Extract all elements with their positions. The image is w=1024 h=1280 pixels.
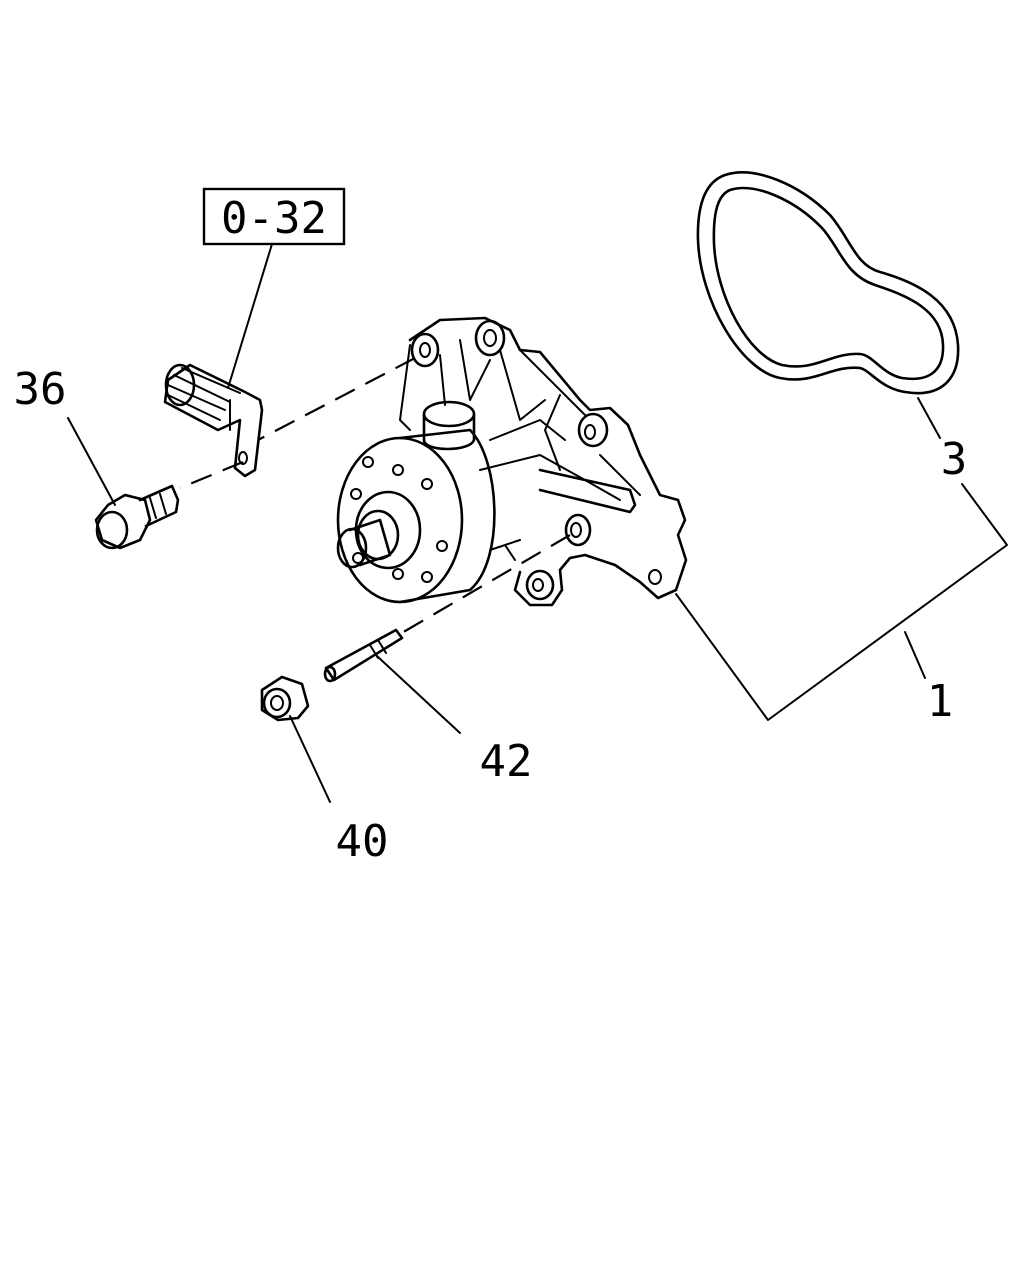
callout-1[interactable]: 1 (927, 676, 954, 727)
callout-42[interactable]: 42 (480, 736, 533, 787)
leader-bracket-1 (675, 483, 1008, 721)
assembly-line-stud (399, 534, 571, 635)
stud-42[interactable] (323, 628, 404, 683)
leader-3 (917, 397, 941, 439)
nut-40[interactable] (260, 675, 310, 722)
water-pump[interactable] (336, 316, 688, 607)
bolt-36[interactable] (94, 484, 180, 550)
leader-1 (904, 631, 926, 679)
callout-40[interactable]: 40 (336, 816, 389, 867)
ref-box-label[interactable]: 0-32 (221, 193, 327, 244)
assembly-line-upper (257, 357, 416, 441)
leader-40 (289, 715, 331, 803)
bracket-assembly[interactable] (163, 363, 264, 478)
assembly-line-bolt (179, 460, 244, 490)
leader-0-32 (227, 243, 273, 389)
callout-36[interactable]: 36 (14, 364, 67, 415)
ref-box (202, 187, 346, 246)
leader-36 (67, 417, 116, 506)
callout-3[interactable]: 3 (941, 434, 968, 485)
leader-42 (376, 655, 461, 734)
gasket[interactable] (696, 171, 960, 395)
